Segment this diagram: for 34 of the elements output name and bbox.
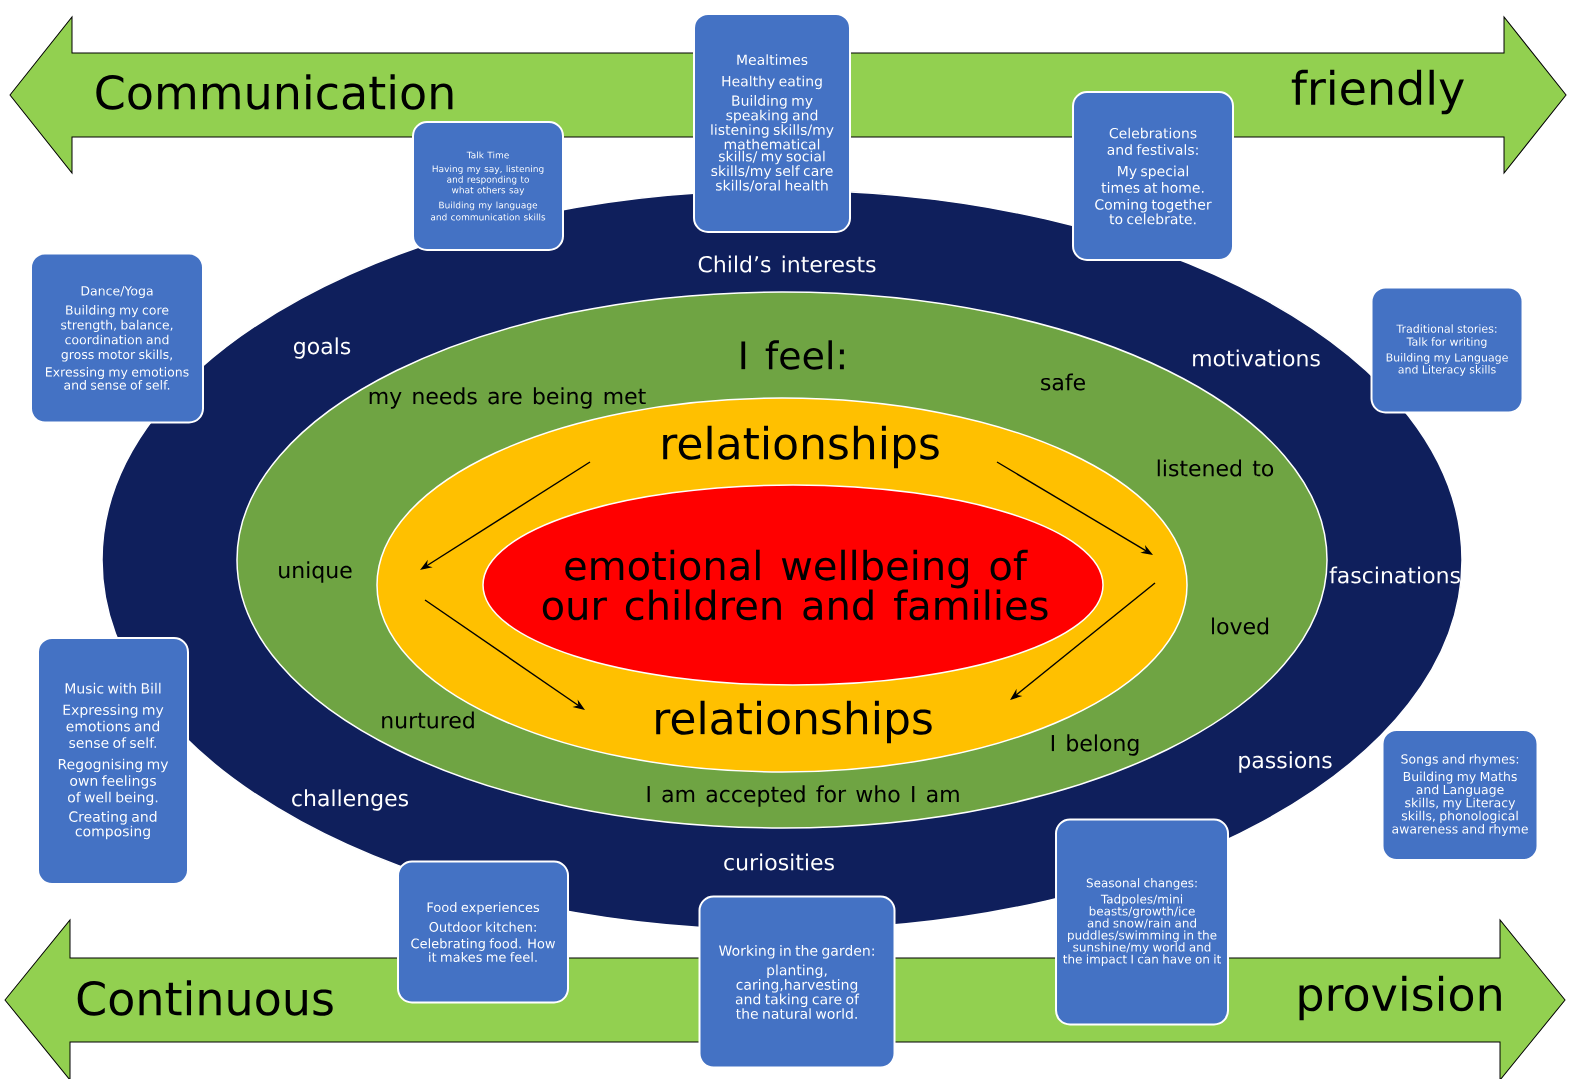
ring-label: I feel:: [741, 340, 844, 370]
ring-label: I am accepted for who I am: [647, 785, 959, 807]
ring-label: nurtured: [382, 711, 474, 729]
info-box: Seasonal changes: Tadpoles/mini beasts/growth/ice and snow/rain and puddles/swimming in the sunshine/my world and the impact I can have on it: [1055, 818, 1229, 1026]
ring-label: my needs are being met: [369, 387, 646, 409]
info-box: Dance/Yoga Building my core strength, balance, coordination and gross motor skills, Exressing my emotions and sense of self.: [30, 252, 204, 424]
arrow-label: Communication: [96, 74, 453, 110]
info-box: Working in the garden: planting, caring,harvesting and taking care of the natural world.: [698, 895, 896, 1069]
info-box: Songs and rhymes: Building my Maths and Language skills, my Literacy skills, phonological awareness and rhyme: [1381, 729, 1539, 861]
ring-label: motivations: [1193, 349, 1320, 367]
ring-label: unique: [279, 561, 352, 583]
arrow-label: provision: [1299, 975, 1501, 1021]
info-box: Mealtimes Healthy eating Building my speaking and listening skills/my mathematical skills/ my social skills/my self care skills/oral health: [693, 13, 851, 233]
ring-label: listened to: [1157, 459, 1274, 477]
ring-label: goals: [293, 337, 351, 359]
ring-label: challenges: [292, 789, 409, 811]
arrow-label: Continuous: [77, 980, 333, 1016]
info-box: Traditional stories: Talk for writing Building my Language and Literacy skills: [1370, 286, 1524, 414]
info-box: Celebrations and festivals: My special times at home. Coming together to celebrate.: [1072, 91, 1234, 261]
arrow-label: friendly: [1291, 69, 1464, 115]
ring-label: curiosities: [724, 853, 834, 871]
info-box: Talk Time Having my say, listening and responding to what others say Building my language and communication skills: [412, 121, 564, 251]
ring-label: fascinations: [1329, 566, 1460, 584]
band-label: relationships: [656, 700, 932, 744]
ring-label: loved: [1212, 617, 1269, 635]
info-box: Music with Bill Expressing my emotions and sense of self. Regognising my own feelings of well being. Creating and composing: [37, 637, 189, 885]
ring-label: Child’s interests: [698, 255, 876, 273]
centre-label: emotional wellbeing of our children and families: [542, 549, 1048, 621]
ellipse-band: [482, 484, 1104, 686]
ring-label: safe: [1041, 373, 1085, 391]
info-box: Food experiences Outdoor kitchen: Celebrating food. How it makes me feel.: [397, 860, 569, 1004]
band-label: relationships: [663, 425, 939, 469]
ring-label: passions: [1239, 751, 1332, 773]
ring-label: I belong: [1051, 734, 1139, 756]
